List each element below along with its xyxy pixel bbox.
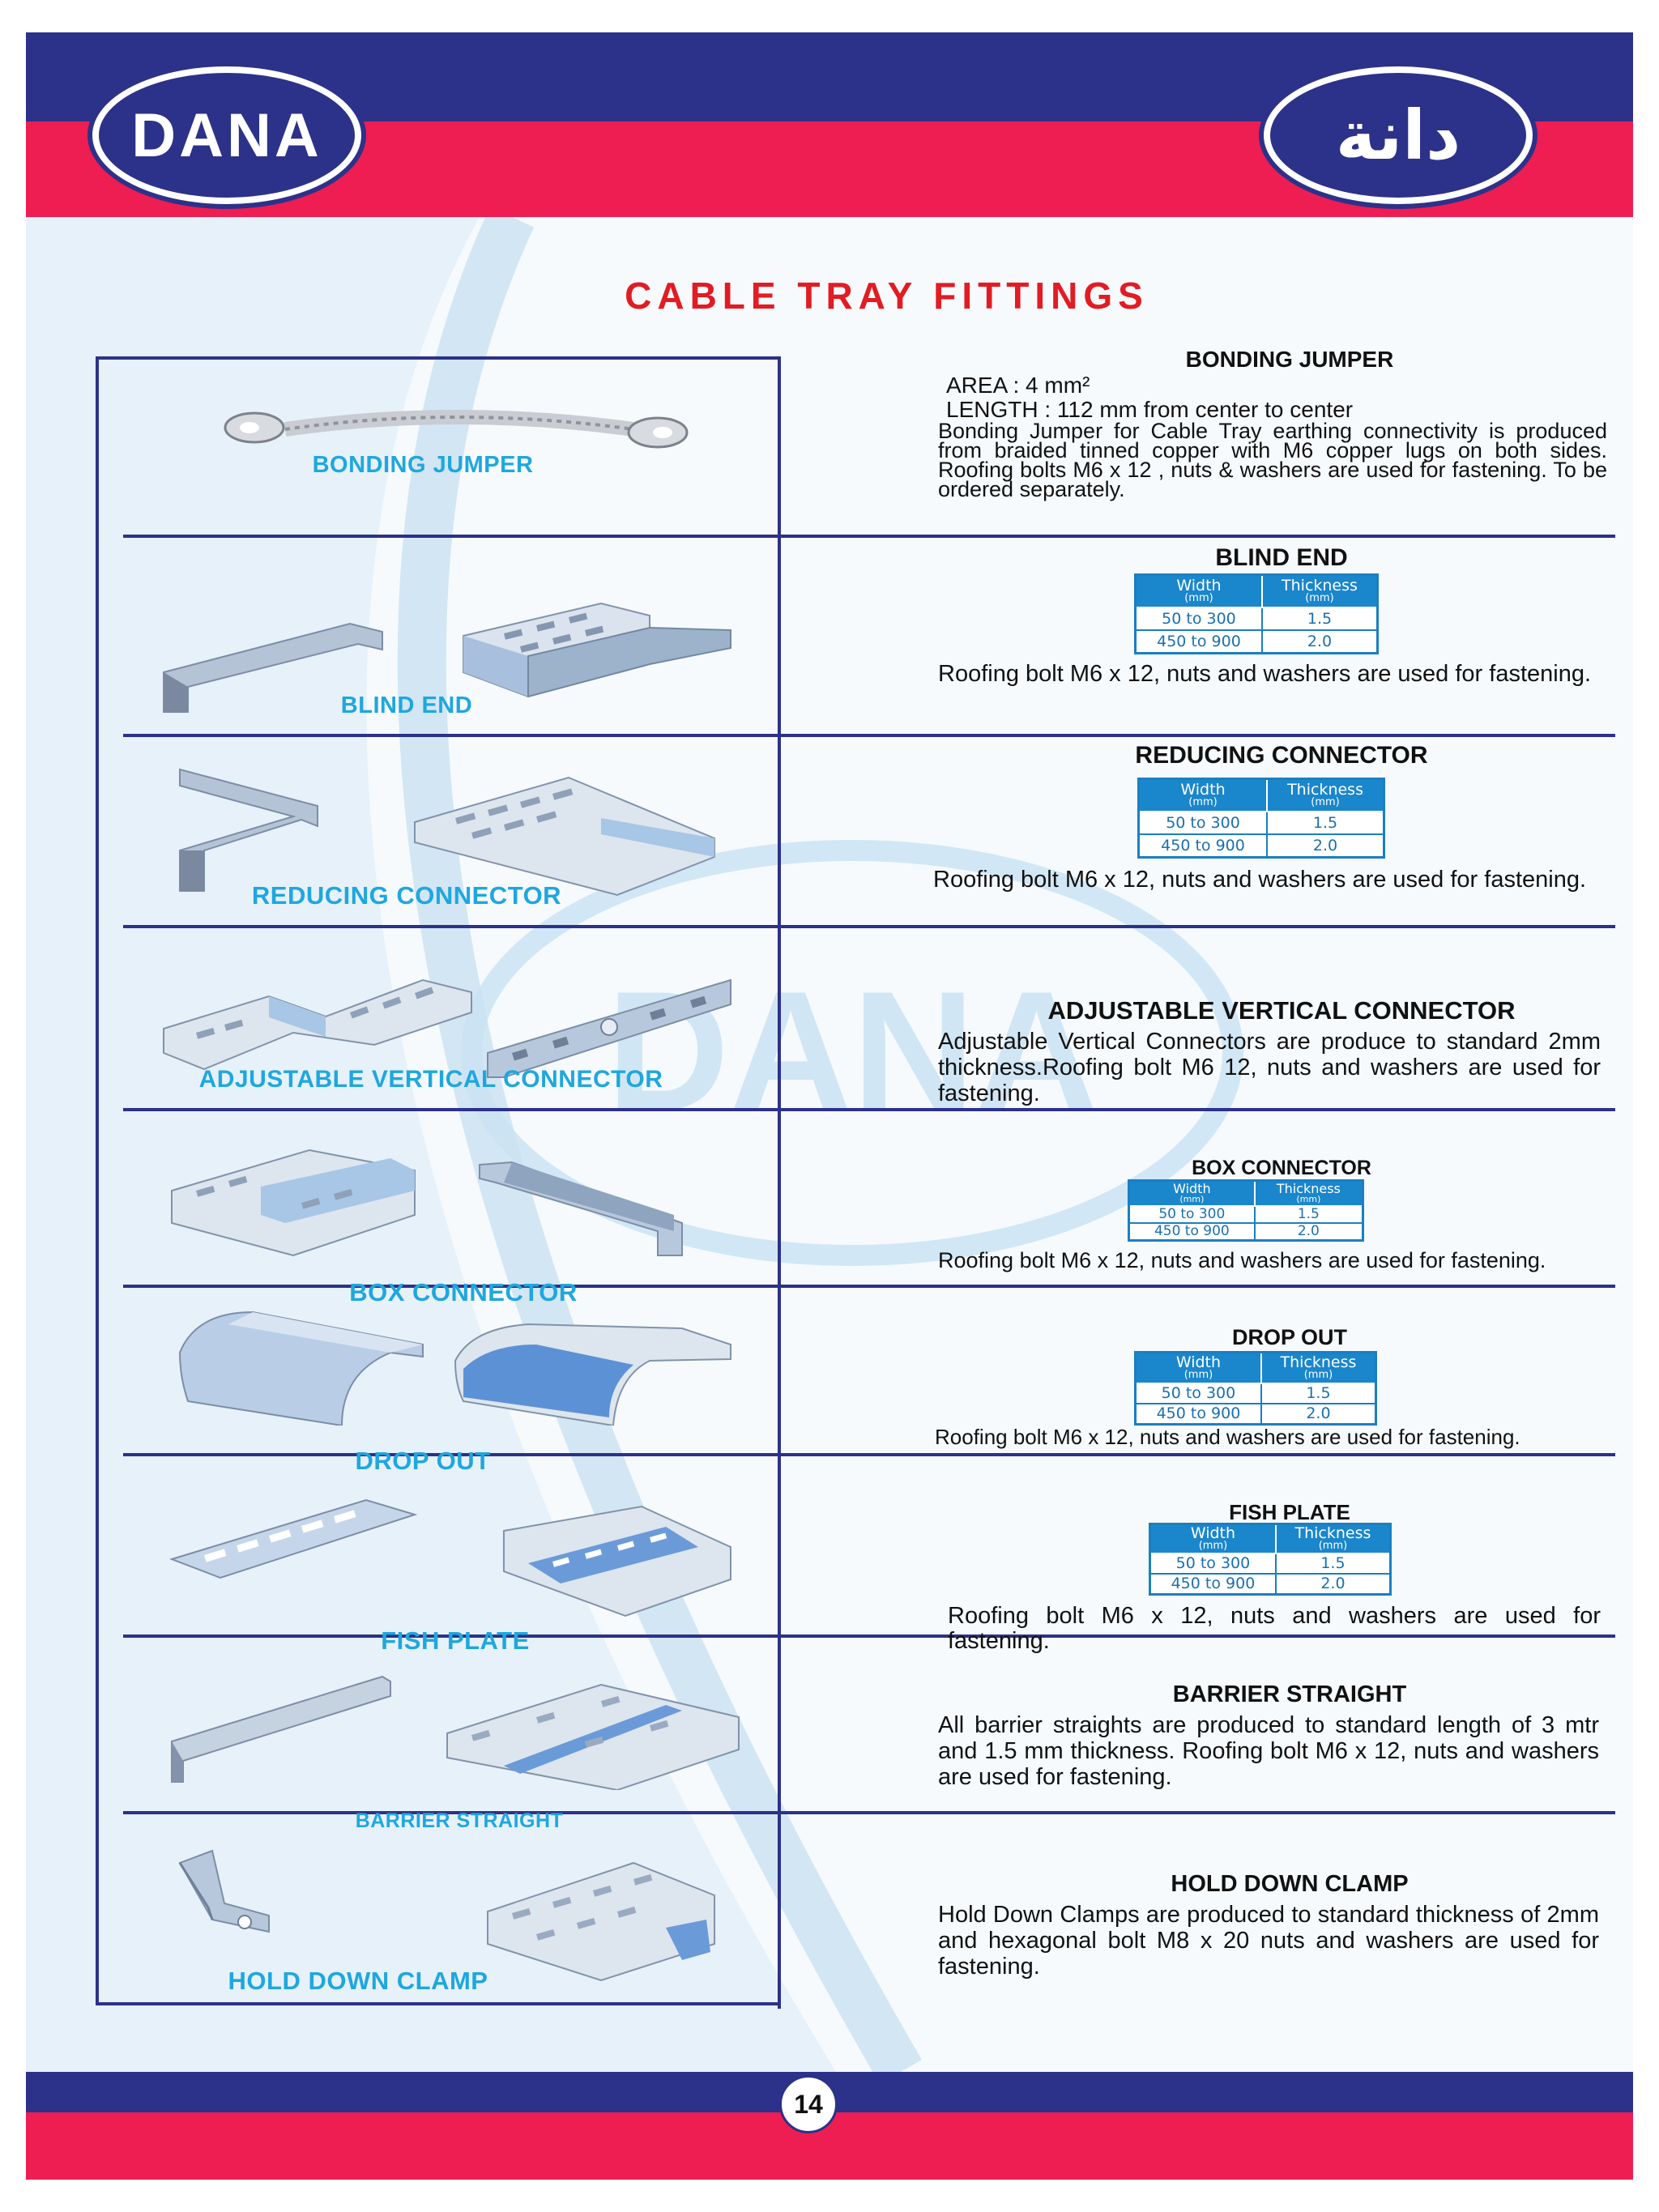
col-width: Width(mm) — [1134, 573, 1263, 608]
col-thickness: Thickness(mm) — [1266, 778, 1385, 812]
col-width: Width(mm) — [1128, 1179, 1256, 1207]
hold-down-clamp-image — [178, 1849, 715, 1982]
drop-out-image — [178, 1311, 731, 1426]
col-width: Width(mm) — [1149, 1523, 1277, 1554]
heading-reducing-connector: REDUCING CONNECTOR — [1135, 742, 1428, 769]
fish-plate-image — [168, 1498, 731, 1617]
heading-adjustable-vertical-connector: ADJUSTABLE VERTICAL CONNECTOR — [1047, 996, 1516, 1025]
heading-drop-out: DROP OUT — [1231, 1325, 1347, 1349]
row-divider — [123, 1811, 1615, 1814]
barrier-straight-description: All barrier straights are produced to st… — [938, 1712, 1599, 1790]
col-thickness: Thickness(mm) — [1274, 1523, 1392, 1554]
heading-blind-end: BLIND END — [1215, 544, 1348, 571]
bonding-jumper-image — [224, 410, 689, 449]
bonding-jumper-description: Bonding Jumper for Cable Tray earthing c… — [938, 419, 1607, 501]
label-fish-plate: FISH PLATE — [381, 1626, 530, 1655]
label-barrier-straight: BARRIER STRAIGHT — [355, 1809, 564, 1832]
barrier-straight-image — [171, 1675, 740, 1790]
col-thickness: Thickness(mm) — [1260, 573, 1379, 608]
hold-down-clamp-description: Hold Down Clamps are produced to standar… — [938, 1902, 1599, 1980]
heading-box-connector: BOX CONNECTOR — [1192, 1157, 1371, 1179]
page-number: 14 — [779, 2075, 838, 2133]
label-drop-out: DROP OUT — [355, 1447, 491, 1475]
box-connector-description: Roofing bolt M6 x 12, nuts and washers a… — [938, 1248, 1546, 1272]
bonding-jumper-area: AREA : 4 mm² — [946, 373, 1090, 398]
label-hold-down-clamp: HOLD DOWN CLAMP — [228, 1967, 488, 1995]
logo-text-arabic: دانة — [1335, 96, 1461, 175]
row-divider — [123, 1453, 1615, 1456]
row-divider — [123, 535, 1615, 538]
reducing-connector-image — [179, 768, 715, 897]
dana-logo-arabic: دانة — [1264, 66, 1533, 204]
dana-logo-english: DANA — [92, 66, 361, 204]
col-thickness: Thickness(mm) — [1253, 1179, 1364, 1207]
row-divider — [123, 1108, 1615, 1111]
col-thickness: Thickness(mm) — [1260, 1351, 1377, 1384]
box-connector-image — [171, 1149, 683, 1257]
logo-text-english: DANA — [131, 100, 322, 170]
adjustable-vertical-connector-image — [163, 978, 731, 1078]
heading-bonding-jumper: BONDING JUMPER — [1185, 347, 1394, 372]
page-title: CABLE TRAY FITTINGS — [625, 275, 1149, 317]
row-divider — [123, 734, 1615, 737]
row-divider — [123, 1634, 1615, 1638]
catalog-page: DANA DANA دانة CABLE TRAY FITTINGS BONDI… — [26, 32, 1633, 2180]
reducing-connector-description: Roofing bolt M6 x 12, nuts and washers a… — [933, 867, 1587, 893]
blind-end-description: Roofing bolt M6 x 12, nuts and washers a… — [938, 661, 1592, 687]
bonding-jumper-length: LENGTH : 112 mm from center to center — [946, 397, 1354, 422]
row-divider — [123, 925, 1615, 928]
background-swoosh: DANA — [366, 207, 1633, 2085]
row-divider — [123, 1285, 1615, 1288]
watermark-text: DANA — [607, 956, 1098, 1146]
blind-end-image — [163, 602, 731, 713]
heading-fish-plate: FISH PLATE — [1229, 1500, 1350, 1524]
col-width: Width(mm) — [1134, 1351, 1262, 1384]
col-width: Width(mm) — [1137, 778, 1269, 812]
adjustable-vertical-connector-description: Adjustable Vertical Connectors are produ… — [938, 1029, 1601, 1106]
column-divider — [778, 356, 781, 2009]
label-reducing-connector: REDUCING CONNECTOR — [251, 881, 562, 910]
heading-hold-down-clamp: HOLD DOWN CLAMP — [1171, 1871, 1409, 1897]
drop-out-description: Roofing bolt M6 x 12, nuts and washers a… — [935, 1425, 1520, 1449]
label-blind-end: BLIND END — [340, 693, 473, 718]
label-bonding-jumper: BONDING JUMPER — [312, 452, 534, 478]
label-adjustable-vertical-connector: ADJUSTABLE VERTICAL CONNECTOR — [198, 1066, 663, 1093]
fish-plate-description: Roofing bolt M6 x 12, nuts and washers a… — [948, 1603, 1601, 1654]
heading-barrier-straight: BARRIER STRAIGHT — [1172, 1681, 1407, 1707]
label-box-connector: BOX CONNECTOR — [349, 1278, 578, 1306]
